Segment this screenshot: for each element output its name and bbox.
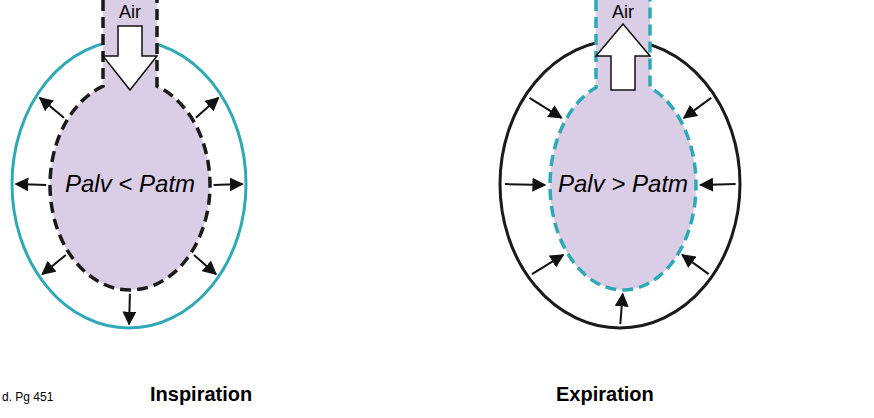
force-arrow [505,183,545,186]
force-arrow [16,183,46,186]
phase-title: Inspiration [150,383,252,405]
force-arrow [700,183,735,186]
force-arrow [684,98,711,118]
pressure-relation: Palv < Patm [65,171,195,197]
alveolus: AirPalv < Patm [48,0,212,292]
alveolus-outline [48,0,212,292]
source-note: d. Pg 451 [2,391,53,404]
alveolus: AirPalv > Patm [548,0,698,292]
force-arrow [529,98,561,118]
force-arrow [194,255,216,274]
force-arrow [196,98,219,118]
force-arrow [128,294,131,324]
air-label: Air [119,3,141,23]
thoracic-wall: AirPalv < PatmInspiration [10,38,248,330]
force-arrow [682,255,708,274]
air-label: Air [612,3,634,23]
force-arrow [620,294,622,324]
alveolus-outline [548,0,698,292]
force-arrow [214,183,243,186]
phase-title: Expiration [556,383,654,405]
thoracic-wall: AirPalv > PatmExpiration [498,38,742,330]
force-arrow [532,255,563,274]
force-arrow [40,98,64,118]
force-arrow [42,255,65,274]
airflow-arrow [596,24,650,90]
pressure-relation: Palv > Patm [558,171,688,197]
airflow-arrow [103,26,157,90]
